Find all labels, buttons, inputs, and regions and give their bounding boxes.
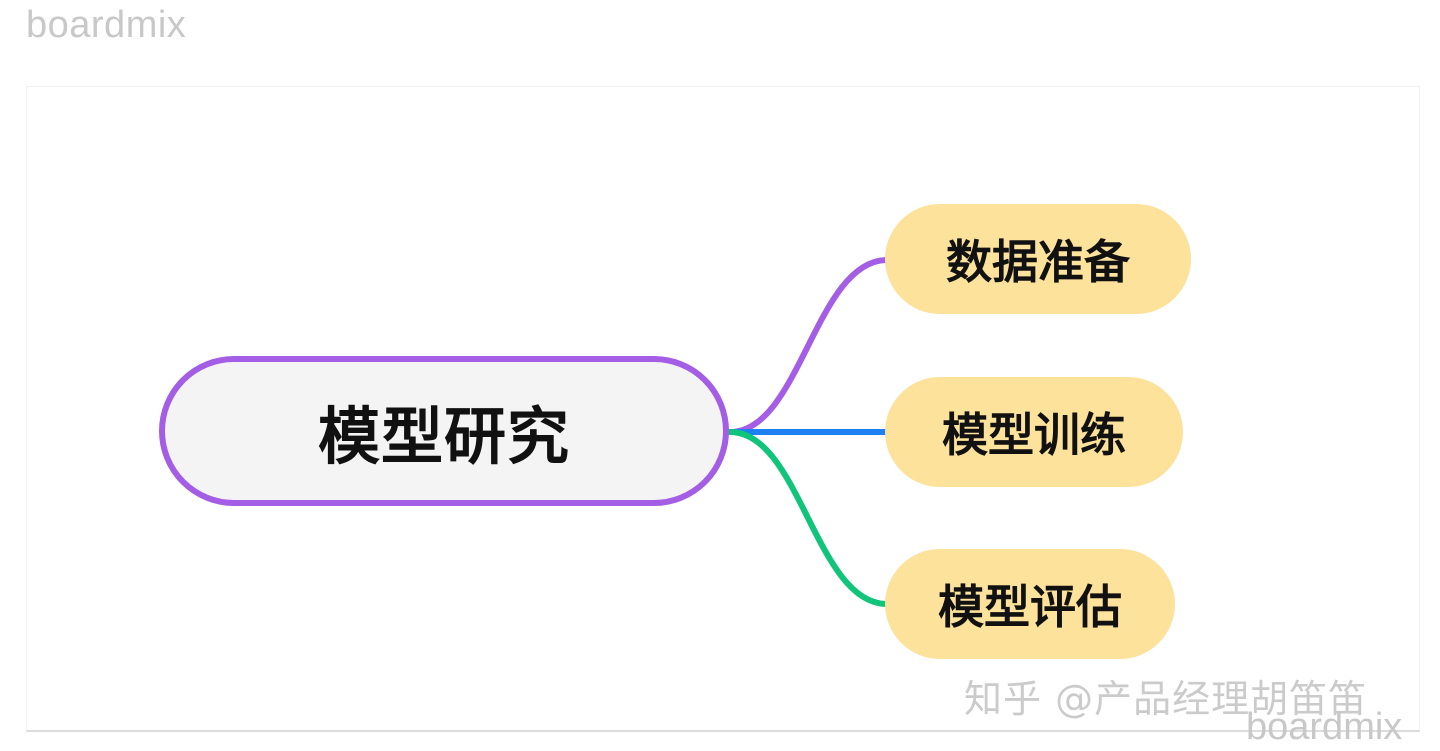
root-node[interactable]: 模型研究 [159,356,729,506]
boardmix-watermark-top: boardmix [26,4,187,46]
child-node-model-eval[interactable]: 模型评估 [885,549,1175,659]
connector-data-prep [727,257,889,435]
child-node-model-training[interactable]: 模型训练 [885,377,1183,487]
connector-model-eval [727,429,889,607]
boardmix-watermark-bottom: boardmix [1246,706,1403,748]
zhihu-watermark: 知乎 @产品经理胡笛笛 [964,677,1368,721]
child-node-data-prep[interactable]: 数据准备 [885,204,1191,314]
